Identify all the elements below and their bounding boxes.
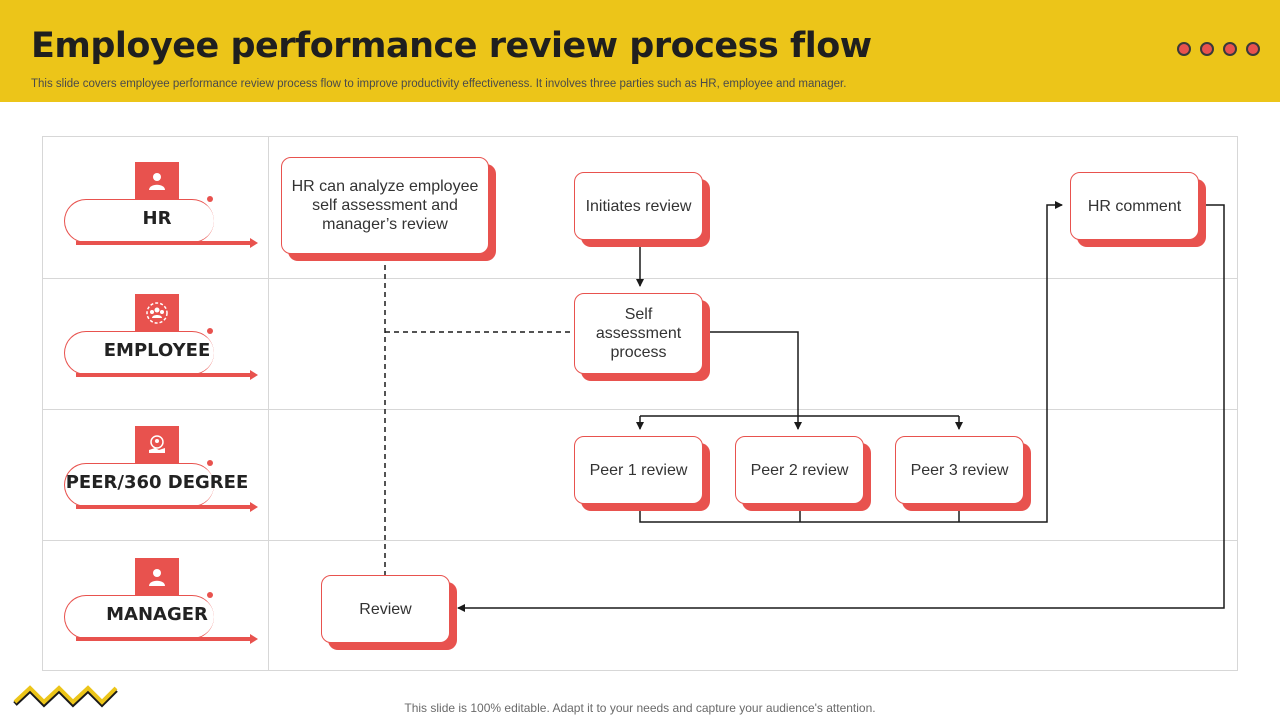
lane-pill-dot <box>207 460 213 466</box>
column-divider <box>268 136 269 671</box>
decorative-dots <box>1177 42 1267 58</box>
review-box: Review <box>321 575 450 643</box>
page-title: Employee performance review process flow <box>31 26 872 66</box>
lane-arrow <box>76 238 258 248</box>
arrow-connector <box>705 331 802 430</box>
dot-icon <box>1246 42 1260 56</box>
lane-divider <box>42 409 1238 410</box>
peer2-review-box: Peer 2 review <box>735 436 864 504</box>
handshake-icon <box>135 426 179 464</box>
lane-arrow <box>76 634 258 644</box>
lane-arrow <box>76 370 258 380</box>
lane-divider <box>42 540 1238 541</box>
self-assessment-box: Self assessment process <box>574 293 703 374</box>
zigzag-logo-icon <box>13 685 118 708</box>
swimlane-grid <box>42 136 1238 671</box>
lane-pill-dot <box>207 328 213 334</box>
group-icon <box>135 294 179 332</box>
arrow-connector <box>639 201 1063 523</box>
dot-icon <box>1177 42 1191 56</box>
page-subtitle: This slide covers employee performance r… <box>31 78 847 90</box>
hr-analyze-box: HR can analyze employee self assessment … <box>281 157 489 254</box>
dot-icon <box>1200 42 1214 56</box>
lane-pill <box>64 199 214 243</box>
peer3-review-box: Peer 3 review <box>895 436 1024 504</box>
person-icon <box>135 162 179 200</box>
lane-pill-dot <box>207 592 213 598</box>
initiates-review-box: Initiates review <box>574 172 703 240</box>
header-bar <box>0 0 1280 102</box>
lane-arrow <box>76 502 258 512</box>
lane-label-manager: MANAGER <box>106 604 208 625</box>
dot-icon <box>1223 42 1237 56</box>
lane-pill <box>64 331 214 375</box>
hr-comment-box: HR comment <box>1070 172 1199 240</box>
lane-pill-dot <box>207 196 213 202</box>
arrow-connector <box>457 204 1225 612</box>
peer1-review-box: Peer 1 review <box>574 436 703 504</box>
footer-note: This slide is 100% editable. Adapt it to… <box>404 701 876 715</box>
lane-label-peer: PEER/360 DEGREE <box>65 472 249 493</box>
lane-label-employee: EMPLOYEE <box>103 340 211 361</box>
lane-label-hr: HR <box>142 208 172 229</box>
person-icon <box>135 558 179 596</box>
